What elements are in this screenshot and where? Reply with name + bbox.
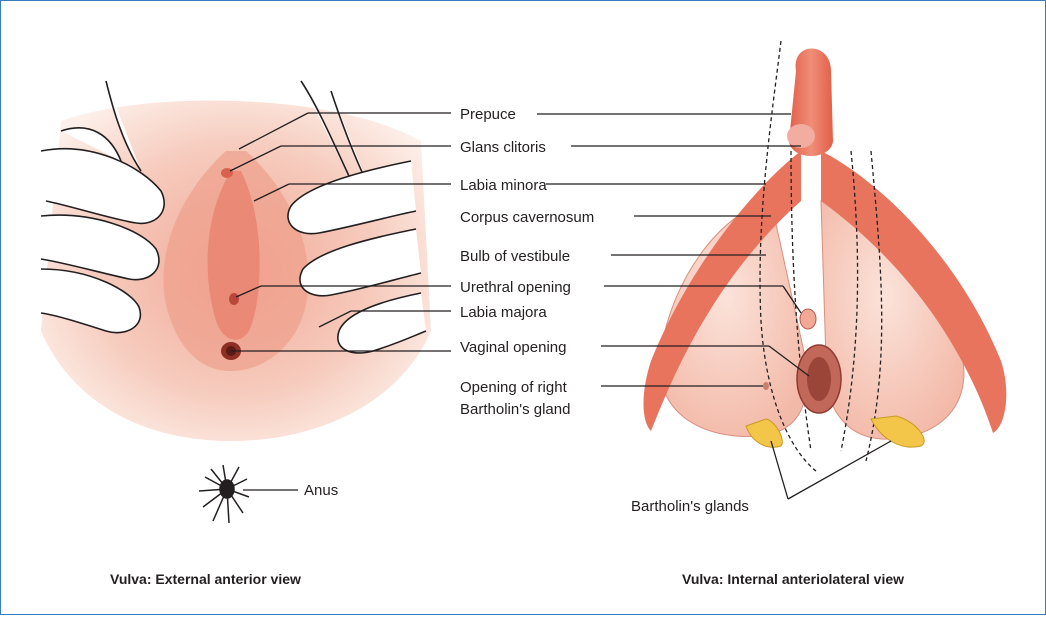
labia-minora-shape <box>207 171 260 340</box>
bartholin-gland-right <box>870 415 925 448</box>
label-vaginal-opening: Vaginal opening <box>460 339 566 356</box>
caption-external: Vulva: External anterior view <box>110 571 301 587</box>
fingers-left <box>40 80 165 334</box>
labia-outline-dashed <box>759 40 883 472</box>
glans-clitoris-shape <box>787 124 815 148</box>
label-corpus-cavernosum: Corpus cavernosum <box>460 209 594 226</box>
urethral-opening-shape <box>799 308 817 330</box>
external-view-illustration <box>40 80 431 524</box>
bartholin-gland-left <box>745 418 783 448</box>
label-urethral-opening: Urethral opening <box>460 279 571 296</box>
label-bartholin-opening-2: Bartholin's gland <box>460 401 570 418</box>
leader-lines <box>229 112 892 500</box>
label-bartholin-opening-1: Opening of right <box>460 379 568 396</box>
bulb-left-shape <box>659 200 808 438</box>
internal-view-illustration <box>643 40 1007 472</box>
urethral-shape <box>229 293 239 305</box>
label-glans-clitoris: Glans clitoris <box>460 139 546 156</box>
crus-left-shape <box>643 151 801 431</box>
caption-internal: Vulva: Internal anteriolateral view <box>682 571 904 587</box>
anus-shape <box>198 464 250 524</box>
label-labia-minora: Labia minora <box>460 177 547 194</box>
fingers-right <box>287 80 427 354</box>
bartholin-opening-shape <box>763 382 769 390</box>
label-labia-majora: Labia majora <box>460 304 547 321</box>
label-anus: Anus <box>304 482 338 499</box>
labels: Prepuce Glans clitoris Labia minora Corp… <box>304 106 749 515</box>
glans-shape <box>221 168 233 178</box>
crus-right-shape <box>821 151 1007 433</box>
label-bulb-of-vestibule: Bulb of vestibule <box>460 248 570 265</box>
label-bartholins-glands: Bartholin's glands <box>631 498 749 515</box>
label-prepuce: Prepuce <box>460 106 516 123</box>
